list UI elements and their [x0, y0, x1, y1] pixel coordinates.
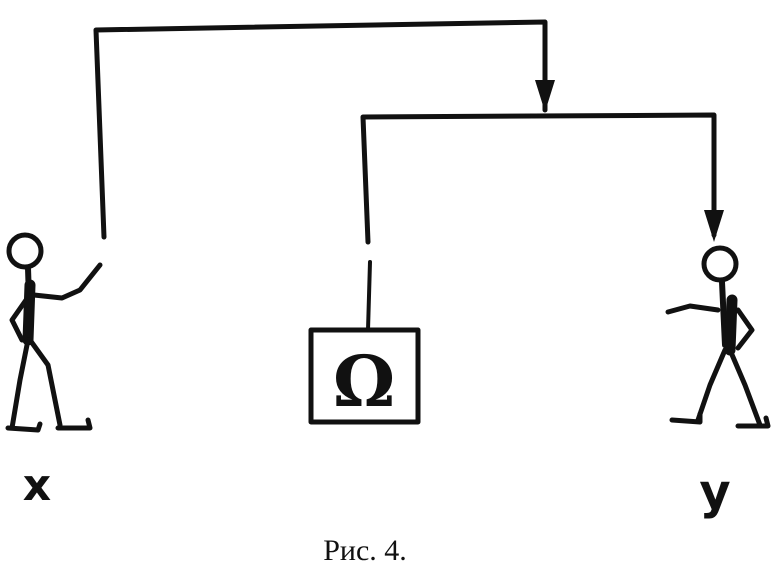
- omega-symbol: Ω: [333, 340, 395, 423]
- person-y-label: y: [699, 464, 730, 520]
- inner-connection-line: [360, 112, 717, 332]
- person-y-figure: y: [665, 245, 771, 520]
- omega-device: Ω: [308, 327, 421, 425]
- person-x-figure: x: [5, 232, 103, 511]
- person-x-label: x: [23, 460, 51, 511]
- arrow-down-icon: [535, 80, 555, 112]
- arrow-down-icon: [704, 210, 724, 242]
- figure-caption: Рис. 4.: [323, 534, 407, 567]
- outer-connection-line: [93, 19, 548, 240]
